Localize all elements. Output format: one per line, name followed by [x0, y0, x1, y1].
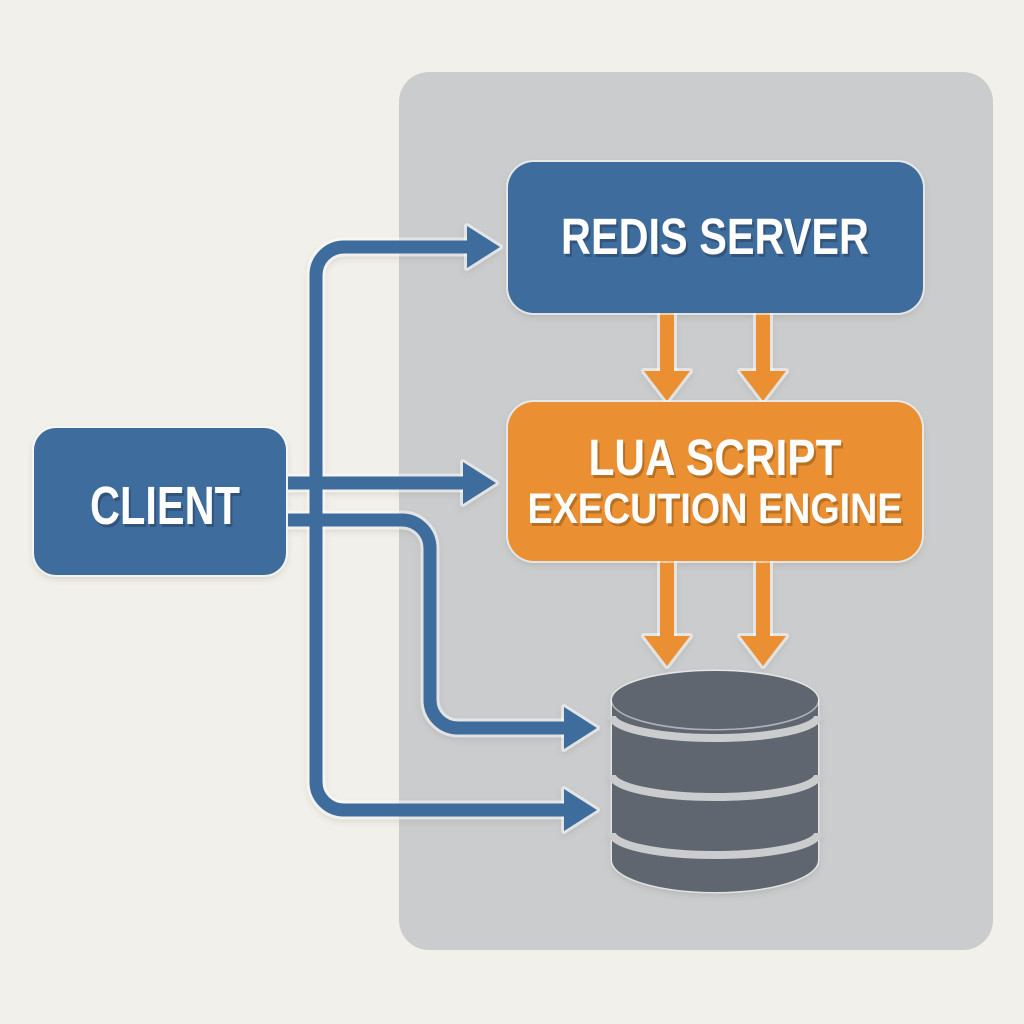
- arrowhead-into-database-lower: [564, 789, 597, 831]
- arrow-redis-to-lua-left: [644, 313, 690, 401]
- arrow-lua-to-db-right: [740, 561, 786, 666]
- arrowhead: [740, 636, 786, 666]
- lua-engine-box: [506, 400, 924, 563]
- database-cylinder-icon: [608, 669, 822, 894]
- client-label: CLIENT: [90, 476, 240, 536]
- lua-engine-label-line2-shadow: EXECUTION ENGINE: [530, 488, 905, 536]
- database-gap-2: [608, 774, 822, 801]
- lua-engine-label-line1-shadow: LUA SCRIPT: [591, 432, 844, 489]
- arrow-client-to-db-upper: [288, 513, 597, 749]
- redis-server-label: REDIS SERVER: [561, 208, 869, 265]
- arrowhead-into-redis: [467, 226, 500, 268]
- lua-engine-label-line1: LUA SCRIPT: [589, 429, 842, 486]
- client-box: [32, 426, 288, 577]
- database-gap-1: [608, 715, 822, 742]
- lua-engine-label-line2: EXECUTION ENGINE: [528, 485, 903, 533]
- arrowhead: [644, 371, 690, 401]
- database-lid: [610, 669, 820, 731]
- connector-line: [288, 513, 566, 735]
- redis-server-label-shadow: REDIS SERVER: [563, 211, 871, 268]
- arrowhead-into-database-upper: [564, 707, 597, 749]
- arrow-client-to-redis-and-db-lower: [309, 226, 597, 831]
- database-gap-3: [608, 832, 822, 859]
- arrowhead: [740, 371, 786, 401]
- arrow-lua-to-db-left: [644, 561, 690, 666]
- arrow-client-to-lua: [288, 462, 496, 504]
- arrowhead-into-lua: [463, 462, 496, 504]
- arrow-redis-to-lua-right: [740, 313, 786, 401]
- client-label-shadow: CLIENT: [92, 479, 242, 539]
- redis-server-box: [506, 160, 925, 315]
- arrowhead: [644, 636, 690, 666]
- connector-line: [309, 240, 566, 817]
